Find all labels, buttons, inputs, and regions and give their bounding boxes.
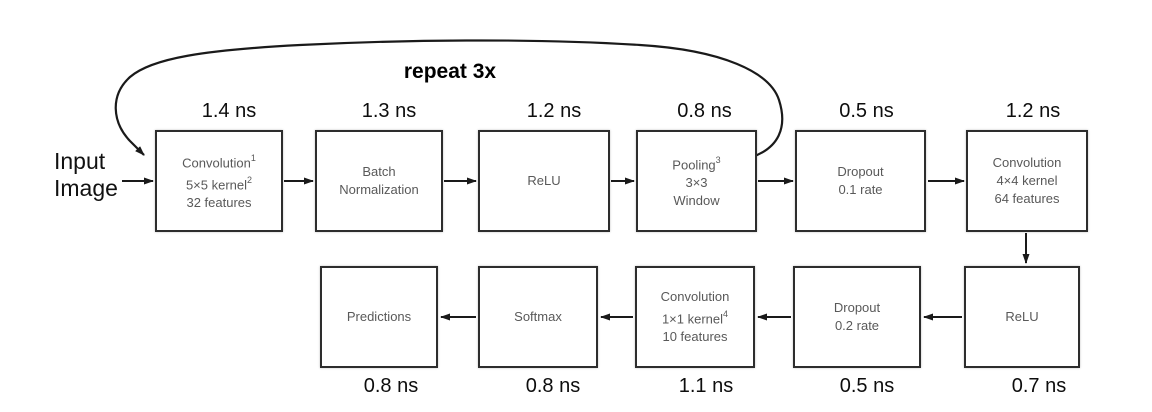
node-line: Pooling3 [672, 154, 721, 173]
time-label-conv3: 1.1 ns [678, 375, 734, 397]
node-line: Convolution1 [182, 152, 256, 170]
node-line: ReLU [527, 173, 561, 188]
node-dropout-2: Dropout 0.2 rate [793, 266, 921, 368]
input-label-line1: Input [54, 148, 106, 174]
node-line: 64 features [994, 191, 1060, 206]
node-line: ReLU [1005, 309, 1039, 324]
node-line: Dropout [833, 300, 881, 315]
time-label-batchnorm: 1.3 ns [361, 100, 417, 122]
time-label-relu2: 0.7 ns [1011, 375, 1067, 397]
node-line: 3×3 [685, 175, 708, 191]
node-convolution-5x5: Convolution1 5×5 kernel2 32 features [155, 130, 283, 232]
time-label-pooling: 0.8 ns [677, 100, 732, 122]
node-line: 4×4 kernel [996, 173, 1058, 188]
time-label-relu1: 1.2 ns [526, 100, 582, 122]
node-line: 1×1 kernel4 [661, 308, 729, 327]
repeat-3x-label: repeat 3x [403, 60, 497, 83]
node-line: Normalization [339, 182, 419, 197]
node-relu-2: ReLU [964, 266, 1080, 368]
time-label-conv2: 1.2 ns [1005, 100, 1061, 122]
node-line: Convolution [660, 288, 730, 304]
repeat-loop-arrow [114, 39, 784, 159]
node-line: Dropout [837, 164, 884, 179]
node-line: Batch [362, 164, 396, 179]
node-relu-1: ReLU [478, 130, 610, 232]
node-pooling: Pooling3 3×3 Window [636, 130, 757, 232]
time-label-conv1: 1.4 ns [201, 100, 257, 122]
node-line: 10 features [662, 329, 728, 345]
time-label-dropout1: 0.5 ns [839, 100, 894, 122]
node-line: 32 features [186, 195, 252, 211]
node-line: Softmax [514, 309, 562, 324]
node-line: Convolution [992, 155, 1062, 170]
node-line: 0.1 rate [838, 182, 883, 197]
node-softmax: Softmax [478, 266, 598, 368]
node-line: 0.2 rate [834, 318, 880, 333]
time-label-softmax: 0.8 ns [525, 375, 581, 397]
time-label-dropout2: 0.5 ns [839, 375, 895, 397]
node-predictions: Predictions [320, 266, 438, 368]
node-line: Window [673, 193, 720, 209]
input-image-label: Input Image [54, 148, 118, 202]
node-convolution-1x1: Convolution 1×1 kernel4 10 features [635, 266, 755, 368]
node-line: Predictions [346, 309, 412, 324]
node-line: 5×5 kernel2 [185, 175, 253, 193]
node-batch-normalization: Batch Normalization [315, 130, 443, 232]
node-convolution-4x4: Convolution 4×4 kernel 64 features [966, 130, 1088, 232]
node-dropout-1: Dropout 0.1 rate [795, 130, 926, 232]
input-label-line2: Image [54, 175, 118, 201]
time-label-predictions: 0.8 ns [363, 375, 419, 397]
